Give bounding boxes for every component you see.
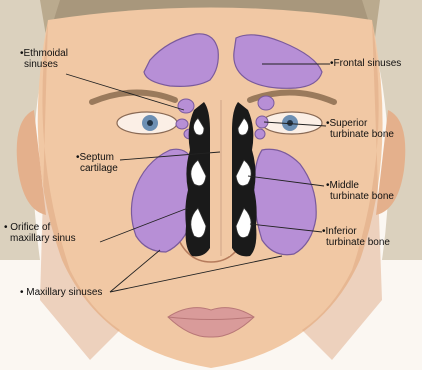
label-orifice-line1: • Orifice of [4, 222, 76, 233]
label-maxillary-sinuses: • Maxillary sinuses [20, 287, 102, 298]
label-frontal-sinuses: •Frontal sinuses [330, 58, 401, 69]
label-septum-line2: cartilage [76, 163, 118, 174]
label-ethmoidal-sinuses: •Ethmoidal sinuses [20, 48, 68, 70]
label-middle-turbinate: •Middle turbinate bone [326, 180, 394, 202]
label-superior-turbinate: •Superior turbinate bone [326, 118, 394, 140]
label-frontal-line1: •Frontal sinuses [330, 58, 401, 69]
eye-right [262, 112, 322, 134]
label-superior-line1: •Superior [326, 118, 394, 129]
label-middle-line2: turbinate bone [326, 191, 394, 202]
label-ethmoidal-line2: sinuses [20, 59, 68, 70]
label-middle-line1: •Middle [326, 180, 394, 191]
label-orifice-maxillary: • Orifice of maxillary sinus [4, 222, 76, 244]
label-ethmoidal-line1: •Ethmoidal [20, 48, 68, 59]
label-inferior-line1: •Inferior [322, 226, 390, 237]
label-superior-line2: turbinate bone [326, 129, 394, 140]
label-inferior-line2: turbinate bone [322, 237, 390, 248]
label-inferior-turbinate: •Inferior turbinate bone [322, 226, 390, 248]
label-maxillary-line1: • Maxillary sinuses [20, 287, 102, 298]
label-orifice-line2: maxillary sinus [4, 233, 76, 244]
label-septum-cartilage: •Septum cartilage [76, 152, 118, 174]
label-septum-line1: •Septum [76, 152, 118, 163]
eye-left [117, 112, 177, 134]
